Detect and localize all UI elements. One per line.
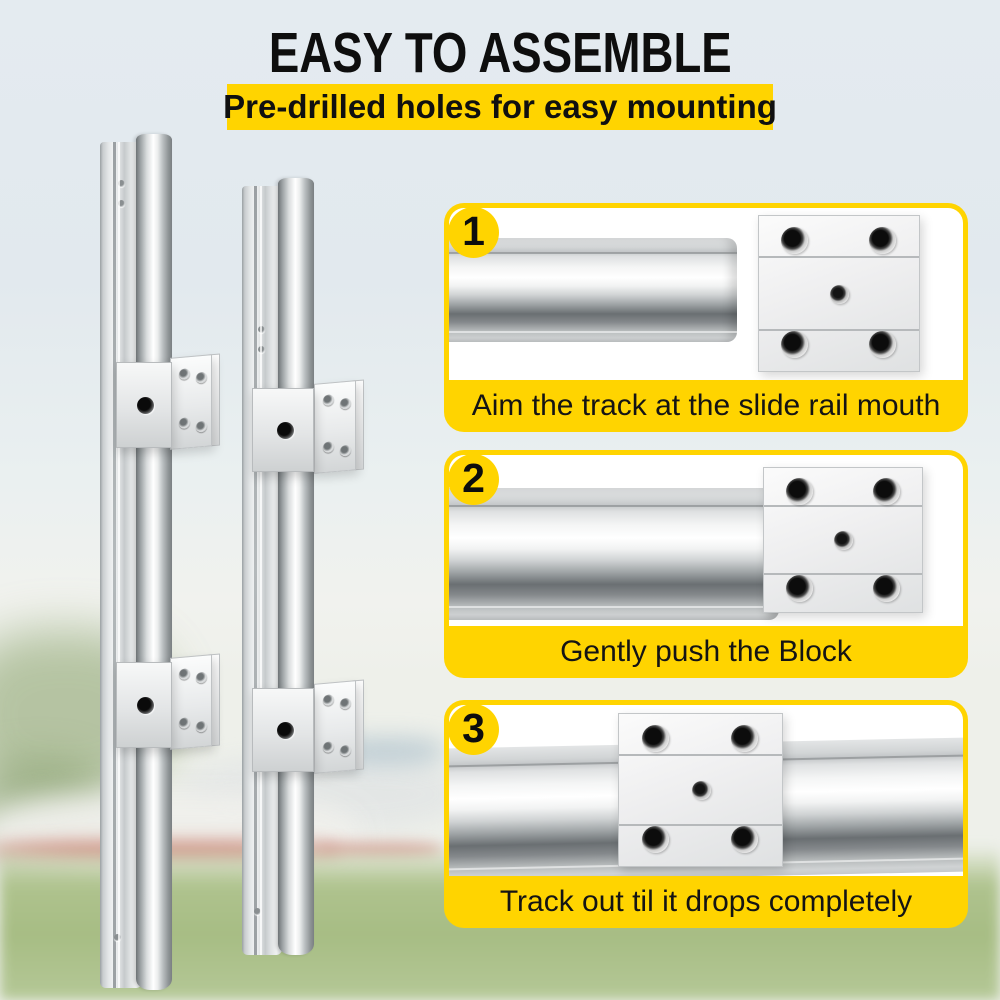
flange-screw: [179, 717, 190, 730]
mount-hole: [118, 200, 125, 207]
block-bolt: [731, 826, 759, 854]
flange-screw: [340, 444, 351, 457]
block-center-hole: [137, 397, 154, 414]
step1-photo: [449, 208, 963, 380]
block-photo: [763, 467, 923, 613]
mount-hole: [118, 180, 125, 187]
step1-number-badge: 1: [448, 207, 499, 258]
mount-hole: [258, 346, 265, 353]
flange-screw: [179, 368, 190, 381]
flange-screw: [196, 420, 207, 433]
rail-photo: [449, 238, 737, 342]
rail-photo: [449, 488, 779, 620]
slide-block-flange: [314, 380, 356, 474]
block-center-bolt: [691, 781, 711, 800]
flange-screw: [196, 720, 207, 733]
rail-mount-plate: [242, 186, 282, 955]
linear-rail-right: [242, 178, 366, 955]
rail-shaft: [136, 134, 172, 990]
rail-mount-plate: [100, 142, 142, 988]
slide-block-body: [116, 662, 172, 748]
rail-shaft: [278, 178, 314, 955]
block-center-bolt: [830, 284, 849, 304]
flange-screw: [340, 397, 351, 410]
flange-screw: [179, 668, 190, 681]
step-panel-2: Gently push the Block 2: [444, 450, 968, 678]
block-bolt: [731, 724, 759, 752]
flange-screw: [323, 394, 334, 407]
block-bolt: [641, 724, 669, 752]
flange-screw: [340, 744, 351, 757]
page-title: EASY TO ASSEMBLE: [0, 20, 1000, 86]
subtitle-banner: Pre-drilled holes for easy mounting: [223, 84, 777, 130]
slide-block-flange: [170, 654, 212, 750]
step-panel-1: Aim the track at the slide rail mouth 1: [444, 203, 968, 432]
block-bolt: [869, 226, 897, 254]
mount-hole: [258, 326, 265, 333]
block-bolt: [781, 226, 809, 254]
page-title-text: EASY TO ASSEMBLE: [268, 21, 732, 85]
step2-photo: [449, 455, 963, 626]
flange-screw: [340, 697, 351, 710]
slide-block-body: [252, 688, 314, 772]
block-center-hole: [137, 697, 154, 714]
flange-screw: [179, 417, 190, 430]
linear-rail-left: [100, 134, 224, 990]
block-bolt: [641, 826, 669, 854]
flange-screw: [323, 694, 334, 707]
slide-block-flange: [314, 680, 356, 774]
mount-hole: [114, 934, 121, 941]
slide-block-body: [116, 362, 172, 448]
flange-screw: [196, 671, 207, 684]
step1-caption: Aim the track at the slide rail mouth: [471, 389, 941, 422]
step3-caption: Track out til it drops completely: [499, 885, 913, 918]
block-center-bolt: [834, 531, 853, 550]
step2-number-badge: 2: [448, 454, 499, 505]
block-bolt: [786, 478, 814, 506]
step3-number-badge: 3: [448, 704, 499, 755]
block-bolt: [781, 330, 809, 358]
block-bolt: [873, 574, 901, 602]
block-bolt: [873, 478, 901, 506]
block-photo: [618, 713, 783, 867]
step3-photo: [449, 705, 963, 876]
step-panel-3: Track out til it drops completely 3: [444, 700, 968, 928]
block-photo: [758, 215, 920, 372]
flange-screw: [323, 441, 334, 454]
block-center-hole: [277, 722, 294, 739]
block-center-hole: [277, 422, 294, 439]
slide-block-flange: [170, 354, 212, 450]
flange-screw: [323, 741, 334, 754]
step2-caption: Gently push the Block: [560, 635, 852, 668]
slide-block-body: [252, 388, 314, 472]
mount-hole: [254, 908, 261, 915]
flange-screw: [196, 371, 207, 384]
block-bolt: [786, 574, 814, 602]
block-bolt: [869, 330, 897, 358]
